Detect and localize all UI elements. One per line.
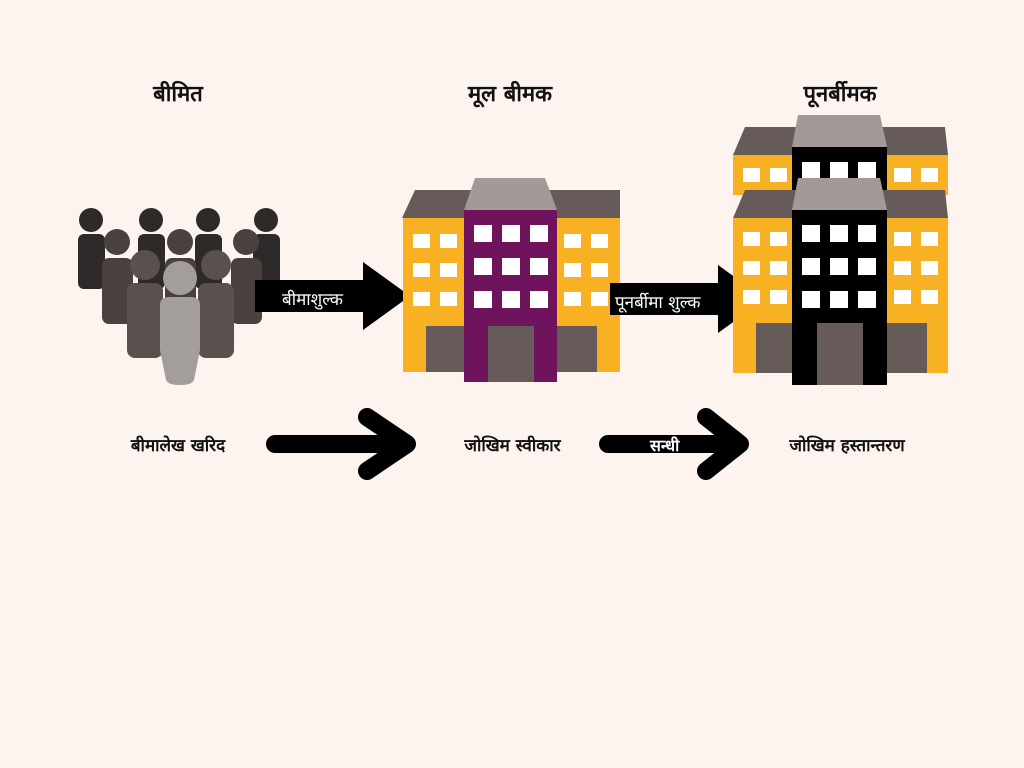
premium-label: बीमाशुल्क bbox=[282, 290, 343, 310]
insured-title: बीमित bbox=[153, 82, 203, 107]
people-group-icon bbox=[78, 208, 280, 385]
premium-arrow-icon bbox=[255, 262, 410, 330]
primary-insurer-building-icon bbox=[402, 178, 620, 382]
purchase-flow-arrow-icon bbox=[266, 408, 416, 480]
reinsurance-premium-arrow-icon bbox=[610, 265, 765, 333]
insured-caption: बीमालेख खरिद bbox=[130, 436, 226, 456]
treaty-label: सन्धी bbox=[650, 436, 680, 455]
reinsurer-building-icon bbox=[733, 115, 948, 385]
reinsurance-premium-label: पूनर्बीमा शुल्क bbox=[615, 293, 701, 313]
reinsurer-title: पूनर्बीमक bbox=[803, 82, 877, 107]
primary-insurer-title: मूल बीमक bbox=[467, 82, 553, 107]
treaty-flow-arrow-icon bbox=[599, 408, 749, 480]
reinsurer-caption: जोखिम हस्तान्तरण bbox=[789, 436, 905, 456]
primary-insurer-caption: जोखिम स्वीकार bbox=[464, 436, 561, 456]
